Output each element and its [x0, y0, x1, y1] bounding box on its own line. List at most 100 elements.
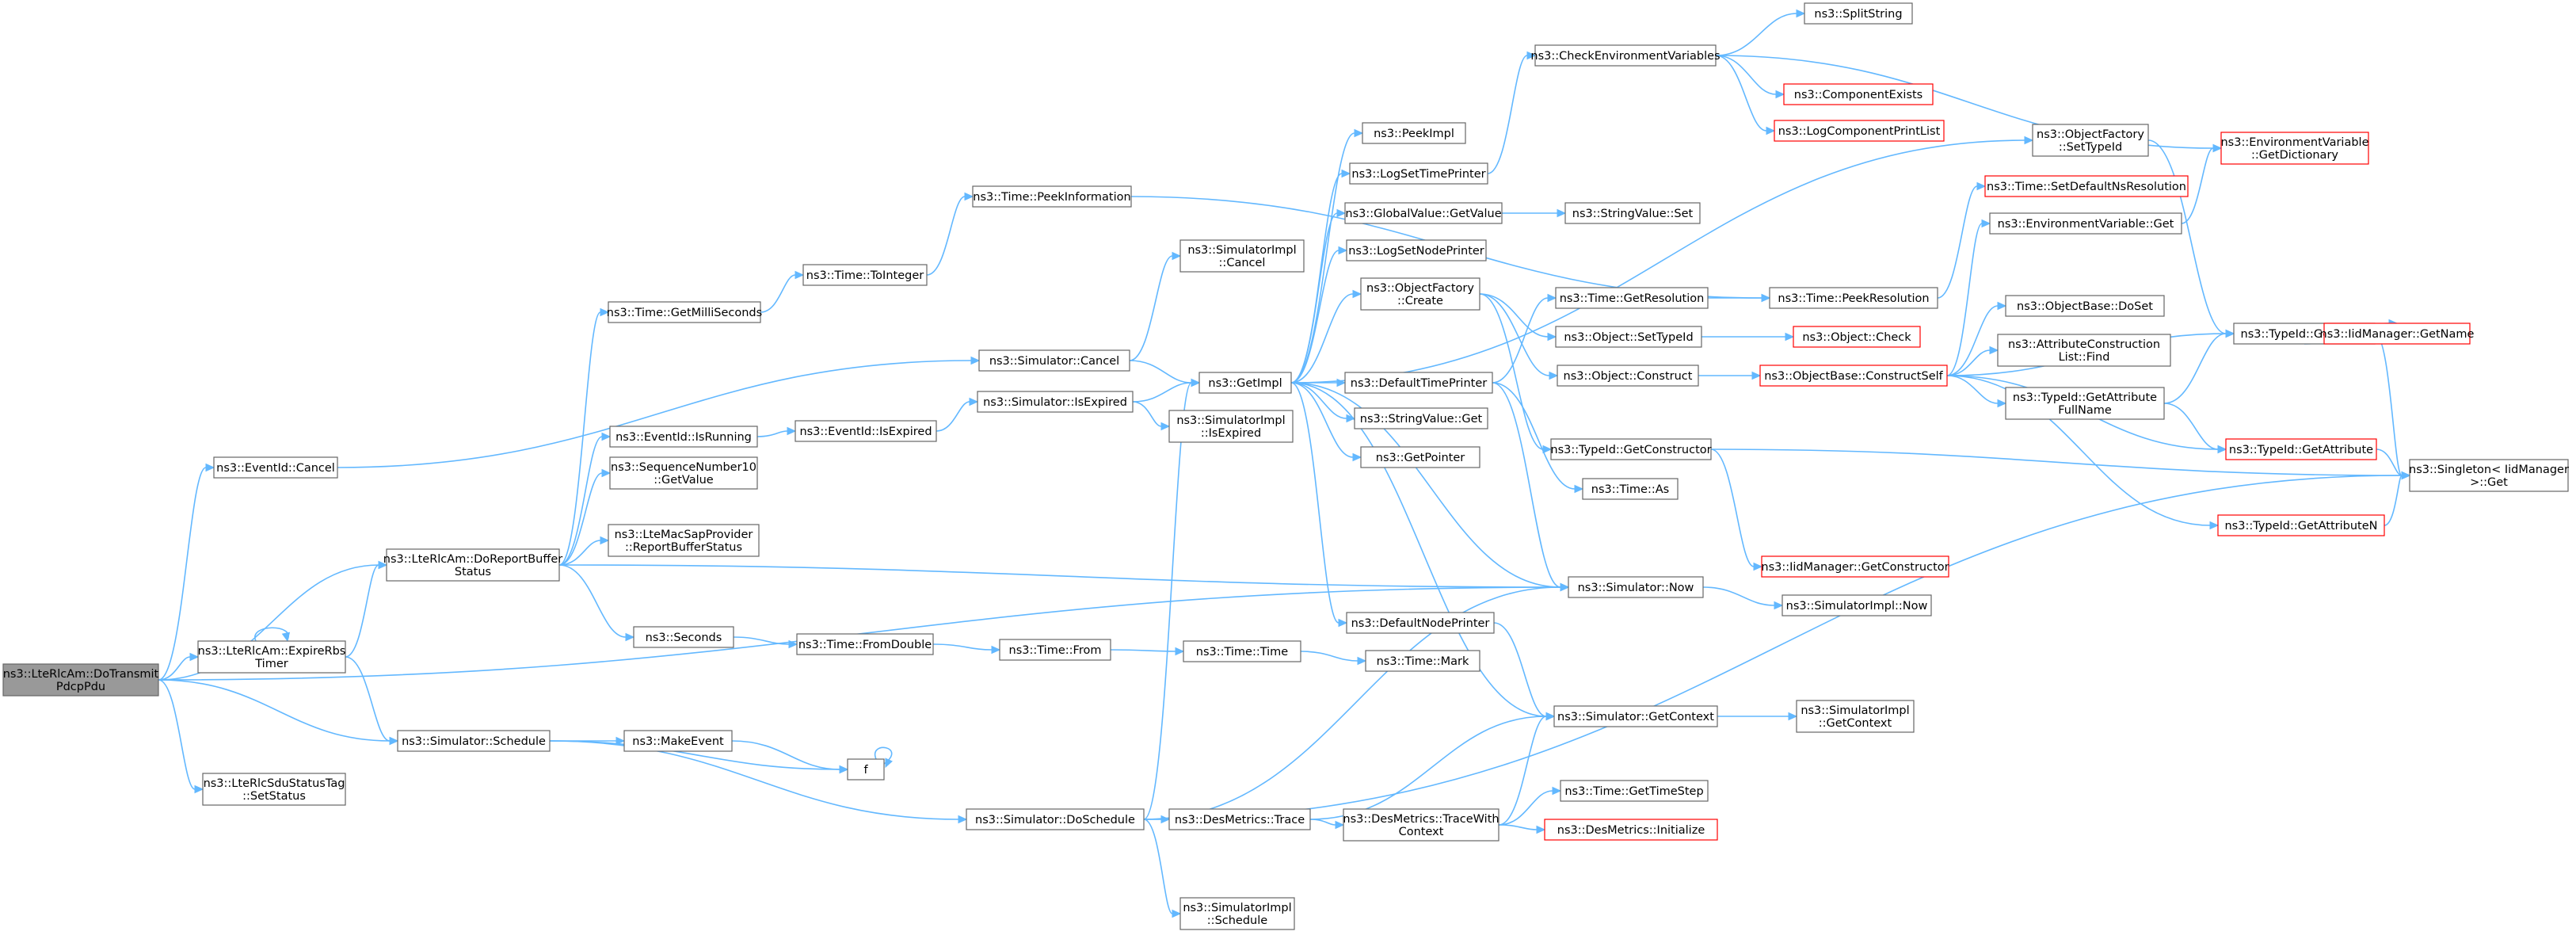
edge-doreport-to-seqnum — [558, 468, 612, 566]
edge-constructself-to-obdoset — [1946, 301, 2007, 376]
node-offcreate[interactable]: ns3::ObjectFactory::Create — [1360, 277, 1480, 311]
node-box — [1343, 808, 1499, 842]
node-peekinfo[interactable]: ns3::Time::PeekInformation — [972, 185, 1132, 208]
node-label: ::Schedule — [1207, 914, 1267, 927]
node-simgetctx[interactable]: ns3::Simulator::GetContext — [1553, 705, 1718, 727]
node-implcancel[interactable]: ns3::SimulatorImpl::Cancel — [1179, 239, 1305, 273]
node-iidgetctor[interactable]: ns3::IidManager::GetConstructor — [1761, 555, 1949, 578]
node-box — [2217, 514, 2385, 536]
node-tointeger[interactable]: ns3::Time::ToInteger — [802, 264, 928, 286]
node-timetime[interactable]: ns3::Time::Time — [1183, 640, 1301, 662]
node-envget[interactable]: ns3::EnvironmentVariable::Get — [1989, 212, 2182, 235]
node-offsettypeid[interactable]: ns3::ObjectFactory::SetTypeId — [2032, 124, 2149, 157]
node-svset[interactable]: ns3::StringValue::Set — [1564, 202, 1701, 224]
node-label: ns3::Simulator::Cancel — [989, 355, 1119, 368]
node-box — [1564, 202, 1701, 224]
node-logsettime[interactable]: ns3::LogSetTimePrinter — [1349, 162, 1488, 185]
node-doschedule[interactable]: ns3::Simulator::DoSchedule — [966, 808, 1145, 830]
node-logprintlist[interactable]: ns3::LogComponentPrintList — [1774, 120, 1945, 142]
node-setdefres[interactable]: ns3::Time::SetDefaultNsResolution — [1984, 175, 2189, 197]
node-label: ::IsExpired — [1201, 427, 1261, 440]
node-objcheck[interactable]: ns3::Object::Check — [1793, 326, 1921, 348]
node-gettimestep[interactable]: ns3::Time::GetTimeStep — [1560, 780, 1709, 802]
node-getms[interactable]: ns3::Time::GetMilliSeconds — [607, 301, 762, 323]
node-compexists[interactable]: ns3::ComponentExists — [1783, 83, 1934, 105]
node-timefrom[interactable]: ns3::Time::From — [999, 639, 1111, 661]
node-svget[interactable]: ns3::StringValue::Get — [1354, 407, 1488, 429]
node-box — [197, 640, 346, 674]
edge-tointeger-to-peekinfo — [926, 192, 974, 276]
node-peekres[interactable]: ns3::Time::PeekResolution — [1769, 287, 1938, 309]
node-constructself[interactable]: ns3::ObjectBase::ConstructSelf — [1759, 365, 1948, 387]
node-isexpired[interactable]: ns3::EventId::IsExpired — [795, 420, 937, 442]
edge-getimpl-to-gvgetvalue — [1290, 208, 1347, 384]
node-objsettypeid[interactable]: ns3::Object::SetTypeId — [1555, 326, 1702, 348]
node-box — [1774, 120, 1945, 142]
node-implschedule[interactable]: ns3::SimulatorImpl::Schedule — [1179, 897, 1295, 930]
node-eventcancel[interactable]: ns3::EventId::Cancel — [213, 456, 338, 479]
node-obdoset[interactable]: ns3::ObjectBase::DoSet — [2005, 295, 2165, 317]
edge-getimpl-to-offsettypeid — [1290, 136, 2034, 384]
node-peekimpl[interactable]: ns3::PeekImpl — [1362, 122, 1466, 144]
node-seconds[interactable]: ns3::Seconds — [633, 626, 734, 648]
node-simnow[interactable]: ns3::Simulator::Now — [1568, 576, 1704, 598]
node-envdict[interactable]: ns3::EnvironmentVariable::GetDictionary — [2220, 132, 2369, 165]
node-f[interactable]: f — [847, 758, 885, 781]
node-box — [1555, 326, 1702, 348]
node-desinit[interactable]: ns3::DesMetrics::Initialize — [1544, 819, 1718, 841]
node-schedule[interactable]: ns3::Simulator::Schedule — [397, 730, 551, 752]
node-getpointer[interactable]: ns3::GetPointer — [1360, 446, 1480, 468]
edge-doreport-to-seconds — [558, 564, 635, 642]
node-timemark[interactable]: ns3::Time::Mark — [1365, 650, 1480, 672]
node-box — [1804, 2, 1913, 25]
edge-expirerbs-to-expirerbs — [254, 627, 291, 643]
node-sdutag[interactable]: ns3::LteRlcSduStatusTag::SetStatus — [202, 773, 346, 806]
edge-typegetattrn-to-singleton — [2384, 471, 2411, 526]
edge-f-to-f — [874, 746, 893, 769]
node-seqnum[interactable]: ns3::SequenceNumber10::GetValue — [609, 456, 758, 490]
edge-simcancel-to-implcancel — [1129, 251, 1182, 361]
node-splitstring[interactable]: ns3::SplitString — [1804, 2, 1913, 25]
node-fromdouble[interactable]: ns3::Time::FromDouble — [796, 633, 934, 655]
edge-simisexpired-to-getimpl — [1132, 378, 1201, 403]
node-typegetattr[interactable]: ns3::TypeId::GetAttribute — [2225, 438, 2377, 460]
edge-gettypector-to-iidgetctor — [1710, 449, 1763, 571]
node-macsap[interactable]: ns3::LteMacSapProvider::ReportBufferStat… — [608, 524, 760, 557]
node-label: ns3::PeekImpl — [1374, 128, 1454, 140]
node-deftimeprinter[interactable]: ns3::DefaultTimePrinter — [1344, 372, 1493, 394]
node-box — [795, 420, 937, 442]
node-implgetctx[interactable]: ns3::SimulatorImpl::GetContext — [1796, 700, 1915, 733]
node-getres[interactable]: ns3::Time::GetResolution — [1555, 287, 1709, 309]
node-implnow[interactable]: ns3::SimulatorImpl::Now — [1781, 594, 1932, 616]
node-logsetnode[interactable]: ns3::LogSetNodePrinter — [1346, 239, 1487, 261]
node-timeas[interactable]: ns3::Time::As — [1582, 478, 1679, 500]
node-simcancel[interactable]: ns3::Simulator::Cancel — [978, 349, 1130, 372]
node-label: ns3::DesMetrics::Initialize — [1557, 824, 1705, 837]
node-implisexpired[interactable]: ns3::SimulatorImpl::IsExpired — [1168, 410, 1294, 443]
node-label: ns3::Simulator::Schedule — [402, 735, 546, 748]
node-typegetattrn[interactable]: ns3::TypeId::GetAttributeN — [2217, 514, 2385, 536]
node-iidgetname[interactable]: ns3::IidManager::GetName — [2320, 323, 2475, 345]
node-gettypector[interactable]: ns3::TypeId::GetConstructor — [1550, 438, 1712, 460]
edge-root-to-schedule — [158, 679, 399, 746]
node-box — [1553, 705, 1718, 727]
node-gvgetvalue[interactable]: ns3::GlobalValue::GetValue — [1344, 202, 1503, 224]
node-label: ::GetValue — [654, 474, 714, 487]
node-getimpl[interactable]: ns3::GetImpl — [1198, 372, 1292, 394]
node-destrace[interactable]: ns3::DesMetrics::Trace — [1168, 808, 1311, 830]
node-objconstruct[interactable]: ns3::Object::Construct — [1557, 365, 1699, 387]
node-makeevent[interactable]: ns3::MakeEvent — [623, 730, 733, 752]
edge-simisexpired-to-implisexpired — [1132, 401, 1171, 431]
node-defnodeprinter[interactable]: ns3::DefaultNodePrinter — [1346, 612, 1495, 634]
node-checkenv[interactable]: ns3::CheckEnvironmentVariables — [1530, 44, 1721, 67]
node-simisexpired[interactable]: ns3::Simulator::IsExpired — [977, 391, 1134, 413]
node-box — [1557, 365, 1699, 387]
node-isrunning[interactable]: ns3::EventId::IsRunning — [609, 426, 758, 448]
node-singleton[interactable]: ns3::Singleton< IidManager>::Get — [2409, 459, 2569, 492]
